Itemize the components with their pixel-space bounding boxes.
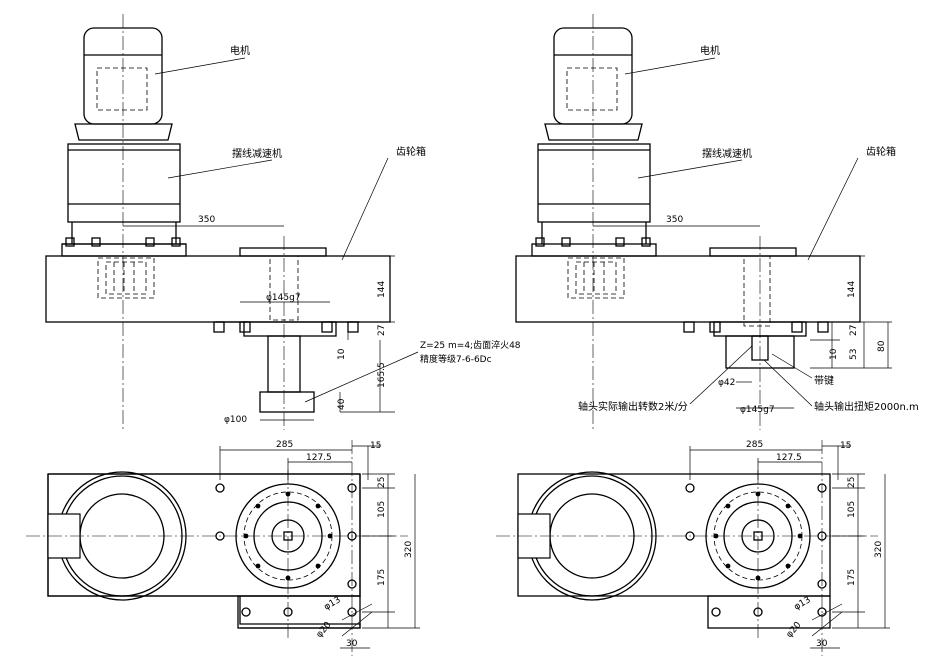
left-elevation-view: 电机 摆线减速机 齿轮箱 350 φ145g7 144 27 10 165.5 …: [45, 14, 521, 430]
dim-53-right: 53: [849, 349, 859, 360]
torque-note-right: 轴头输出扭矩2000n.m: [814, 400, 919, 413]
motor-label-right: 电机: [700, 44, 720, 57]
dim-165-5-left: 165.5: [377, 362, 387, 388]
dim-175-left-plan: 175: [377, 569, 387, 586]
dim-30-right-plan: 30: [816, 639, 828, 649]
reducer-label-left: 摆线减速机: [232, 147, 282, 160]
dim-320-left-plan: 320: [404, 541, 414, 558]
dim-320-right-plan: 320: [874, 541, 884, 558]
dim-40-left: 40: [337, 398, 347, 410]
dim-127-5-left-plan: 127.5: [306, 453, 332, 463]
dim-27-left: 27: [377, 325, 387, 336]
dim-15-right-plan: 15: [840, 441, 851, 451]
key-label-right: 带键: [814, 374, 834, 387]
dim-20-left-plan: φ20: [315, 620, 334, 640]
dim-13-left-plan: φ13: [323, 595, 343, 612]
dim-15-left-plan: 15: [370, 441, 381, 451]
gearbox-label-right: 齿轮箱: [866, 145, 896, 158]
reducer-label-right: 摆线减速机: [702, 147, 752, 160]
dim-127-5-right-plan: 127.5: [776, 453, 802, 463]
reducer-body-right: [537, 143, 651, 223]
dim-144-right: 144: [847, 281, 857, 298]
dim-100-left: φ100: [224, 415, 247, 425]
reducer-body-left: [67, 143, 181, 223]
dim-25-left-plan: 25: [377, 477, 387, 488]
dim-13-right-plan: φ13: [793, 595, 813, 612]
left-plan-view: 285 127.5 15 25 105 175 320 φ13 φ20 30: [26, 440, 420, 656]
speed-note-right: 轴头实际输出转数2米/分: [578, 400, 688, 413]
right-plan-view: 285 127.5 15 25 105 175 320 φ13 φ20 30: [496, 440, 890, 656]
dim-145g7-left: φ145g7: [266, 293, 301, 303]
dim-42-right: φ42: [718, 378, 735, 388]
dim-175-right-plan: 175: [847, 569, 857, 586]
dim-350-right: 350: [666, 215, 683, 225]
gear-spec-line1: Z=25 m=4;齿面淬火48: [420, 339, 521, 351]
dim-25-right-plan: 25: [847, 477, 857, 488]
gearbox-label-left: 齿轮箱: [396, 145, 426, 158]
dim-30-left-plan: 30: [346, 639, 358, 649]
dim-145g7-right: φ145g7: [740, 405, 775, 415]
right-elevation-view: 电机 摆线减速机 齿轮箱 350 144 27 10 53 80 φ42 φ14…: [515, 14, 919, 430]
gear-spec-line2: 精度等级7-6-6Dc: [420, 353, 492, 365]
dim-350-left: 350: [198, 215, 215, 225]
dim-285-right-plan: 285: [746, 440, 763, 450]
dim-285-left-plan: 285: [276, 440, 293, 450]
dim-80-right: 80: [877, 340, 887, 352]
dim-10-right: 10: [829, 348, 839, 360]
dim-105-left-plan: 105: [377, 501, 387, 518]
dim-144-left: 144: [377, 281, 387, 298]
dim-105-right-plan: 105: [847, 501, 857, 518]
dim-10-left: 10: [337, 348, 347, 360]
dim-27-right: 27: [849, 325, 859, 336]
dim-20-right-plan: φ20: [785, 620, 804, 640]
motor-label-left: 电机: [230, 44, 250, 57]
